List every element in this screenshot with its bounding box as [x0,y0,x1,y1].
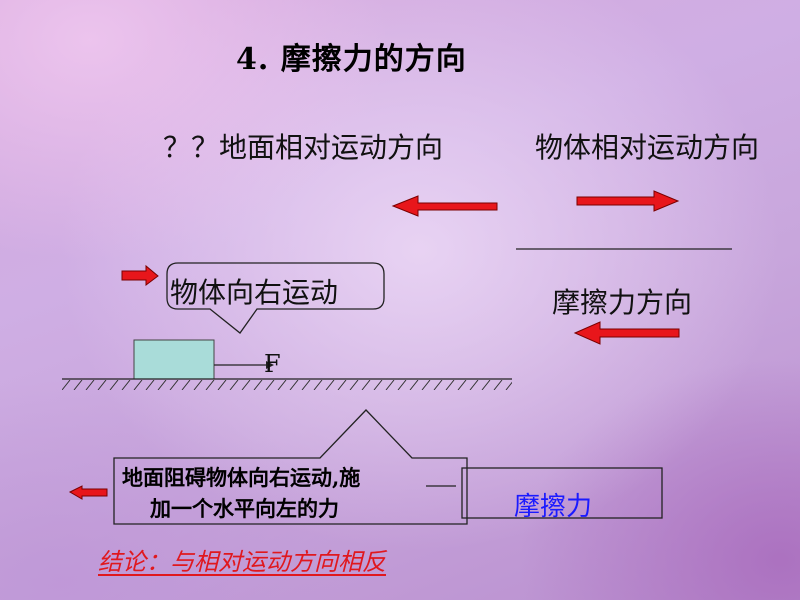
explanation-line-1: 地面阻碍物体向右运动,施 [122,465,361,490]
ground [62,378,512,390]
force-arrow-icon [214,361,274,369]
arrow-left-small-icon [68,485,108,500]
explanation-line-2: 加一个水平向左的力 [150,496,339,521]
arrow-right-small-icon [121,264,159,286]
ground-relative-motion-label: ？？地面相对运动方向 [163,131,444,164]
speech-bubble [166,262,385,334]
conclusion-text: 结论：与相对运动方向相反 [98,548,386,576]
friction-box [461,467,663,519]
bubble-text: 物体向右运动 [170,276,339,309]
arrow-right-object-icon [576,190,680,212]
friction-direction-label: 摩擦力方向 [552,286,693,319]
object-relative-motion-label: 物体相对运动方向 [535,131,760,164]
page-title: 4. 摩擦力的方向 [236,42,467,77]
explanation-callout [113,409,468,525]
arrow-left-ground-icon [391,195,498,217]
friction-answer: 摩擦力 [514,492,593,522]
force-label: F [264,350,281,378]
arrow-left-friction-icon [573,321,680,345]
block [133,339,215,380]
